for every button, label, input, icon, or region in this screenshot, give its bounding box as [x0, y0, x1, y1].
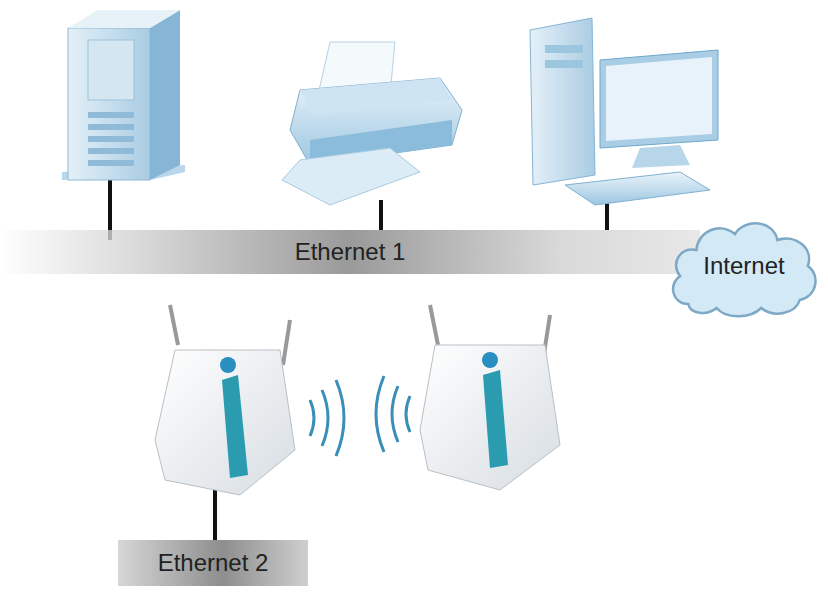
access-point-icon	[155, 305, 295, 495]
wireless-waves	[310, 376, 410, 456]
node-label: Ethernet 1	[295, 238, 406, 266]
printer-icon	[282, 42, 462, 205]
access-point-icon	[420, 305, 560, 490]
server-icon	[62, 10, 185, 180]
computer-icon	[530, 18, 718, 205]
ethernet-band: Ethernet 2	[118, 540, 308, 586]
internet-cloud: Internet	[668, 212, 820, 320]
node-label: Internet	[703, 252, 784, 280]
node-label: Ethernet 2	[158, 549, 269, 577]
ethernet-band: Ethernet 1	[0, 230, 700, 274]
